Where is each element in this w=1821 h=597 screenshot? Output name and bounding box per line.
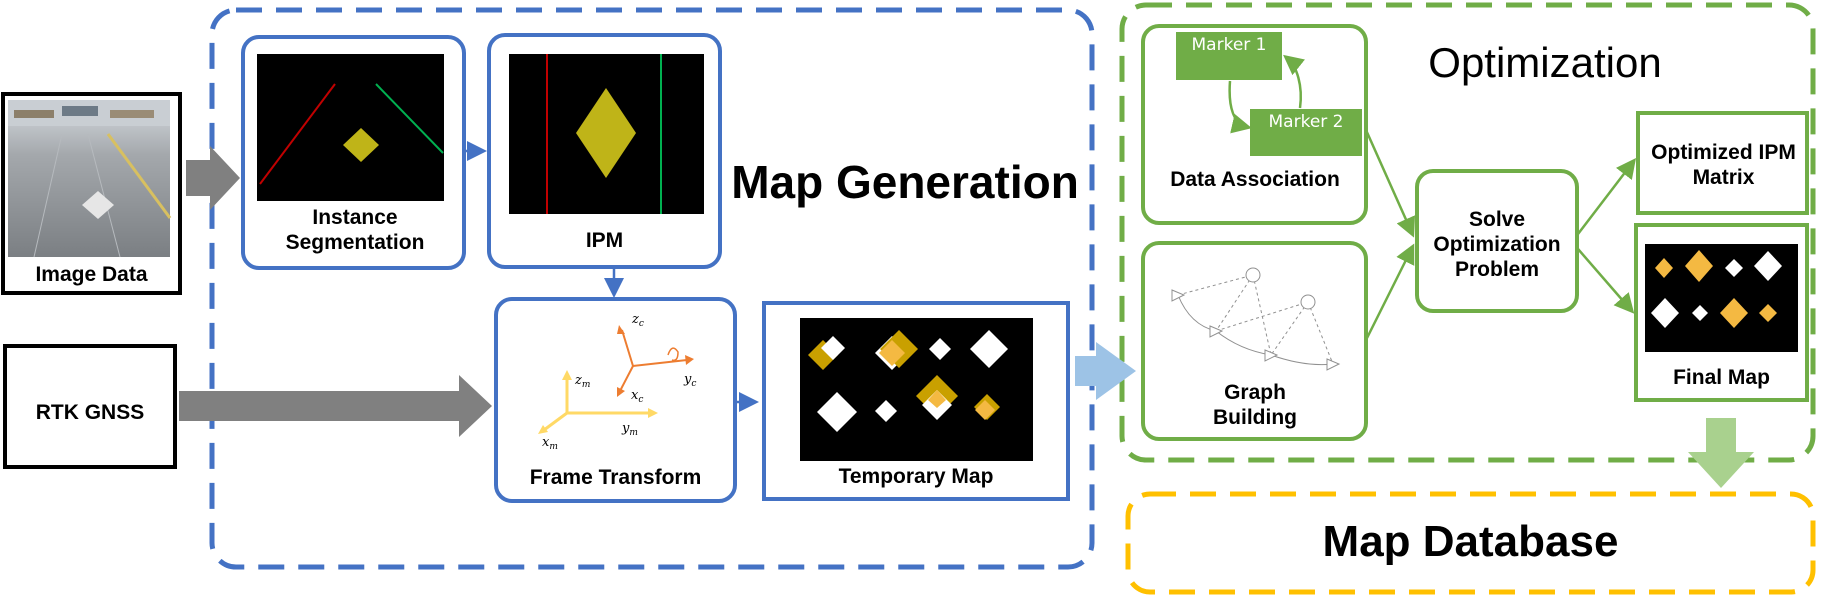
- rtk-gnss-label: RTK GNSS: [35, 401, 145, 424]
- image-data-label: Image Data: [35, 263, 148, 286]
- xc-label: xc: [631, 388, 643, 405]
- segmentation-image: [257, 54, 444, 201]
- solve-label: Solve Optimization Problem: [1433, 208, 1561, 282]
- ym-label: ym: [621, 421, 638, 438]
- rtk-gnss-box: [3, 344, 177, 469]
- solve-to-ipm-arrow: [1577, 158, 1637, 235]
- map-generation-title: Map Generation: [731, 156, 1079, 208]
- assoc-to-solve-arrow: [1364, 129, 1416, 238]
- final-to-database-arrow: [1688, 418, 1754, 488]
- temp-to-optimization-arrow: [1075, 342, 1136, 400]
- marker-1-node: [1176, 32, 1282, 80]
- factor-graph: [1171, 267, 1341, 371]
- graph-to-solve-arrow: [1364, 243, 1415, 341]
- temporary-map-label: Temporary Map: [838, 465, 994, 488]
- optimized-ipm-box: [1636, 111, 1809, 215]
- rtk-to-frame-arrow: [179, 375, 492, 437]
- ipm-image: [509, 54, 704, 214]
- image-to-pipeline-arrow: [186, 146, 240, 210]
- temporary-map-image: [800, 318, 1033, 461]
- final-map-label: Final Map: [1673, 366, 1770, 389]
- ipm-label: IPM: [585, 229, 624, 252]
- final-map-image: [1645, 244, 1798, 352]
- graph-building-box: [1141, 241, 1368, 441]
- map-database-group: [1125, 491, 1816, 595]
- marker-link-up: [1283, 54, 1305, 109]
- map-database-title: Map Database: [1322, 517, 1619, 566]
- map-generation-group: [209, 7, 1095, 570]
- yc-label: yc: [683, 372, 696, 389]
- frame-axes: zc yc xc zm ym xm: [538, 312, 696, 452]
- solve-box: [1415, 169, 1579, 313]
- marker-2-label: Marker 2: [1268, 112, 1344, 132]
- marker-2-node: [1250, 109, 1362, 156]
- frame-transform-label: Frame Transform: [529, 466, 702, 489]
- optimized-ipm-label: Optimized IPM Matrix: [1651, 141, 1796, 190]
- zc-label: zc: [631, 312, 644, 329]
- marker-1-label: Marker 1: [1191, 35, 1267, 55]
- data-association-label: Data Association: [1170, 168, 1340, 191]
- solve-to-final-arrow: [1577, 248, 1635, 314]
- zm-label: zm: [574, 373, 590, 390]
- camera-image: [8, 100, 172, 258]
- marker-link-down: [1228, 80, 1252, 134]
- graph-building-label: Graph Building: [1213, 381, 1297, 430]
- instance-segmentation-label: Instance Segmentation: [285, 206, 425, 255]
- xm-label: xm: [542, 435, 558, 452]
- optimization-title: Optimization: [1428, 39, 1662, 86]
- optimization-group: [1119, 2, 1816, 463]
